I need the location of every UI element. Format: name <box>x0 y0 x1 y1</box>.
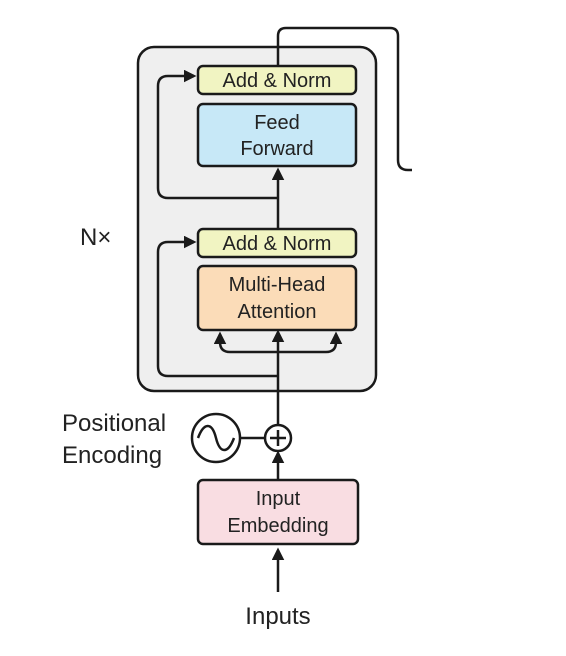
residual-connection-attention <box>156 235 278 378</box>
add-norm-top-label: Add & Norm <box>223 70 332 92</box>
encoder-layer-container <box>136 45 378 393</box>
feed-forward-label-line2: Forward <box>240 138 313 160</box>
sine-wave-icon <box>196 424 236 452</box>
residual-connection-feedforward <box>156 69 278 200</box>
multi-head-attention-block <box>196 264 358 332</box>
positional-encoding-label-line1: Positional <box>62 410 166 437</box>
add-norm-top-block <box>196 64 358 96</box>
add-norm-bottom-block <box>196 227 358 259</box>
input-embedding-label-line2: Embedding <box>227 515 328 537</box>
multi-head-attention-label-line2: Attention <box>238 301 317 323</box>
repeat-count-label: N× <box>80 224 111 251</box>
input-embedding-label-line1: Input <box>256 488 301 510</box>
inputs-label: Inputs <box>245 603 310 630</box>
feed-forward-label-line1: Feed <box>254 112 300 134</box>
multi-head-attention-label-line1: Multi-Head <box>229 274 326 296</box>
encoder-output-path <box>276 26 412 172</box>
positional-encoding-label-line2: Encoding <box>62 442 162 469</box>
feed-forward-block <box>196 102 358 168</box>
attention-branch-right <box>278 331 343 354</box>
add-norm-bottom-label: Add & Norm <box>223 233 332 255</box>
input-embedding-block <box>196 478 360 546</box>
attention-branch-left <box>213 331 278 354</box>
